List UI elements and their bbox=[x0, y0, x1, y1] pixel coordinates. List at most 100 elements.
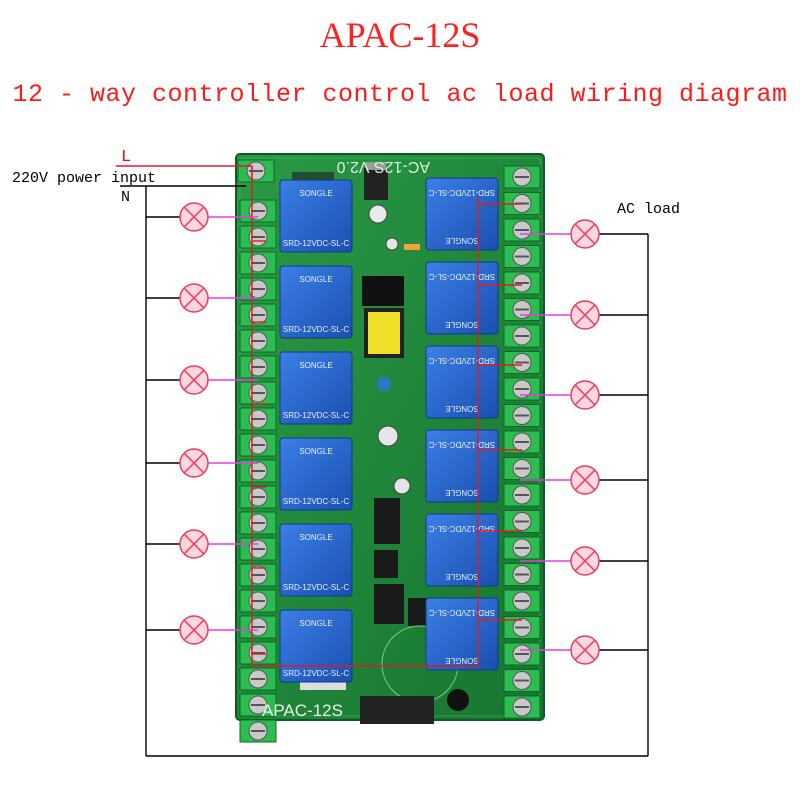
lamp-cross-b bbox=[183, 452, 205, 474]
lamp-right-3 bbox=[570, 380, 600, 410]
terminal-left bbox=[239, 693, 277, 717]
relay-brand-text: SONGLE bbox=[445, 236, 478, 245]
lamp-group bbox=[179, 202, 600, 665]
relay-brand-text: SONGLE bbox=[299, 533, 332, 542]
relay-right-4: SRD-12VDC-SL-C SONGLE bbox=[425, 429, 499, 503]
terminal-left bbox=[239, 225, 277, 249]
line-label: L bbox=[121, 148, 132, 167]
lamp-right-2 bbox=[570, 300, 600, 330]
lamp-right-5 bbox=[570, 546, 600, 576]
terminal-right bbox=[503, 165, 541, 189]
relay-body bbox=[279, 609, 353, 683]
lamp-cross-b bbox=[183, 369, 205, 391]
terminal-left bbox=[239, 355, 277, 379]
terminal-left bbox=[239, 589, 277, 613]
relay-brand-text: SONGLE bbox=[299, 361, 332, 370]
terminal-right bbox=[503, 669, 541, 692]
wire-group bbox=[116, 165, 649, 757]
relay-brand-text: SONGLE bbox=[445, 404, 478, 413]
terminal-right bbox=[503, 483, 541, 507]
lamp-cross-b bbox=[574, 304, 596, 326]
lamp-right-1 bbox=[570, 219, 600, 249]
ac-load-label: AC load bbox=[617, 201, 681, 218]
terminal-left bbox=[239, 563, 277, 587]
diode bbox=[404, 244, 420, 250]
lamp-cross-b bbox=[574, 223, 596, 245]
lamp-left-6 bbox=[179, 615, 209, 645]
terminal-left bbox=[239, 537, 277, 561]
relay-right-2: SRD-12VDC-SL-C SONGLE bbox=[425, 261, 499, 335]
capacitor-4 bbox=[393, 477, 411, 495]
terminal-left bbox=[239, 615, 277, 639]
lamp-cross-b bbox=[183, 619, 205, 641]
relay-model-text: SRD-12VDC-SL-C bbox=[283, 239, 349, 248]
relay-model-text: SRD-12VDC-SL-C bbox=[283, 669, 349, 678]
terminal-right bbox=[503, 218, 541, 242]
terminal-right bbox=[503, 298, 541, 321]
relay-model-text: SRD-12VDC-SL-C bbox=[429, 608, 495, 617]
transformer bbox=[364, 308, 404, 358]
lamp-cross-b bbox=[183, 533, 205, 555]
terminal-left bbox=[239, 433, 277, 457]
relay-body bbox=[279, 437, 353, 511]
relay-model-text: SRD-12VDC-SL-C bbox=[429, 440, 495, 449]
lamp-cross-b bbox=[574, 639, 596, 661]
terminal-right bbox=[503, 457, 541, 480]
terminal-left bbox=[239, 199, 277, 223]
terminal-right bbox=[503, 430, 541, 454]
relay-left-4: SONGLE SRD-12VDC-SL-C bbox=[279, 437, 353, 511]
relay-model-text: SRD-12VDC-SL-C bbox=[429, 356, 495, 365]
relay-brand-text: SONGLE bbox=[445, 572, 478, 581]
terminal-left bbox=[239, 329, 277, 353]
terminal-left bbox=[239, 719, 277, 743]
relay-body bbox=[425, 597, 499, 671]
page-title: APAC-12S bbox=[319, 15, 481, 55]
terminal-left bbox=[239, 277, 277, 301]
relay-body bbox=[279, 351, 353, 425]
relay-body bbox=[425, 513, 499, 587]
relay-brand-text: SONGLE bbox=[299, 447, 332, 456]
relay-right-1: SRD-12VDC-SL-C SONGLE bbox=[425, 177, 499, 251]
terminal-right bbox=[503, 589, 541, 613]
lamp-left-4 bbox=[179, 448, 209, 478]
fuse-socket bbox=[362, 276, 404, 306]
terminal-right bbox=[503, 563, 541, 586]
relay-model-text: SRD-12VDC-SL-C bbox=[283, 325, 349, 334]
terminal-right bbox=[503, 245, 541, 268]
terminal-right bbox=[503, 536, 541, 560]
relay-body bbox=[279, 179, 353, 253]
terminal-group bbox=[237, 159, 541, 743]
relay-model-text: SRD-12VDC-SL-C bbox=[283, 497, 349, 506]
lamp-left-1 bbox=[179, 202, 209, 232]
lamp-cross-b bbox=[574, 384, 596, 406]
terminal-left bbox=[239, 485, 277, 509]
relay-brand-text: SONGLE bbox=[445, 488, 478, 497]
lamp-right-6 bbox=[570, 635, 600, 665]
terminal-right bbox=[503, 324, 541, 348]
power-input-label: 220V power input bbox=[12, 170, 157, 187]
terminal-right bbox=[503, 616, 541, 639]
lamp-left-5 bbox=[179, 529, 209, 559]
terminal-left bbox=[239, 511, 277, 535]
relay-body bbox=[425, 429, 499, 503]
terminal-power bbox=[237, 159, 275, 183]
terminal-left bbox=[239, 459, 277, 483]
relay-body bbox=[425, 345, 499, 419]
terminal-right bbox=[503, 404, 541, 427]
relay-group: SONGLESRD-12VDC-SL-CSONGLESRD-12VDC-SL-C… bbox=[279, 177, 499, 683]
terminal-right bbox=[503, 377, 541, 401]
relay-model-text: SRD-12VDC-SL-C bbox=[429, 188, 495, 197]
relay-body bbox=[425, 177, 499, 251]
terminal-right bbox=[503, 510, 541, 533]
board-model-bottom: APAC-12S bbox=[262, 701, 343, 720]
receiver-module bbox=[360, 696, 434, 724]
lamp-right-4 bbox=[570, 465, 600, 495]
lamp-cross-b bbox=[183, 287, 205, 309]
capacitor-2 bbox=[385, 237, 399, 251]
relay-model-text: SRD-12VDC-SL-C bbox=[429, 272, 495, 281]
relay-brand-text: SONGLE bbox=[445, 320, 478, 329]
